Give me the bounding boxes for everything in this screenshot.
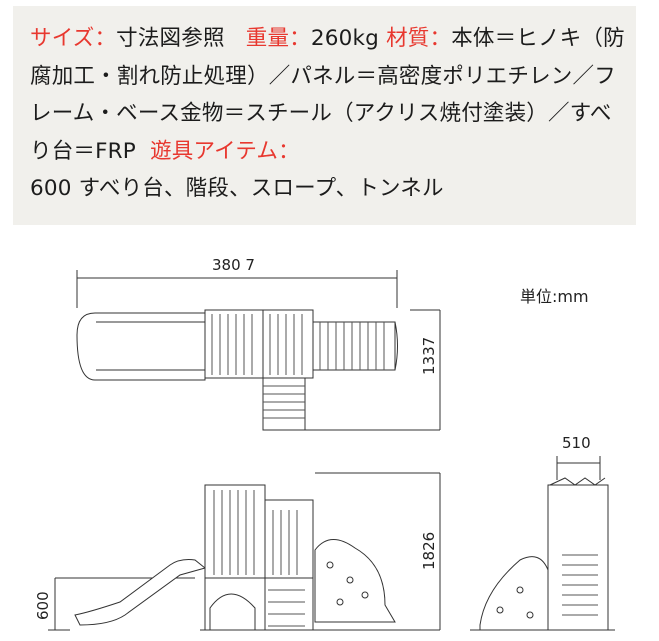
spec-panel: サイズ：寸法図参照 重量：260kg 材質：本体＝ヒノキ（防腐加工・割れ防止処理… [13,6,636,225]
side-view [470,456,615,631]
top-view [76,270,441,431]
dim-height: 1826 [420,532,438,570]
weight-label: 重量： [245,26,311,51]
dim-slide-height: 600 [34,591,52,620]
size-value: 寸法図参照 [116,26,225,51]
size-label: サイズ： [30,26,117,51]
unit-label: 単位:mm [520,287,589,306]
material-value: 本体＝ヒノキ（防腐加工・割れ防止処理）／パネル＝高密度ポリエチレン／フレーム・ベ… [30,26,625,164]
material-label: 材質： [386,26,452,51]
dim-width-top: 380 7 [212,256,255,274]
items-label: 遊具アイテム： [150,138,300,164]
dimension-drawing: 380 7 1337 1826 510 600 [34,256,615,631]
weight-value: 260kg [310,26,380,51]
dim-depth: 1337 [420,337,438,375]
items-value: 600 すべり台、階段、スロープ、トンネル [30,176,444,201]
front-view [48,472,441,631]
spec-text: サイズ：寸法図参照 重量：260kg 材質：本体＝ヒノキ（防腐加工・割れ防止処理… [30,20,630,208]
dim-side-width: 510 [562,434,591,452]
